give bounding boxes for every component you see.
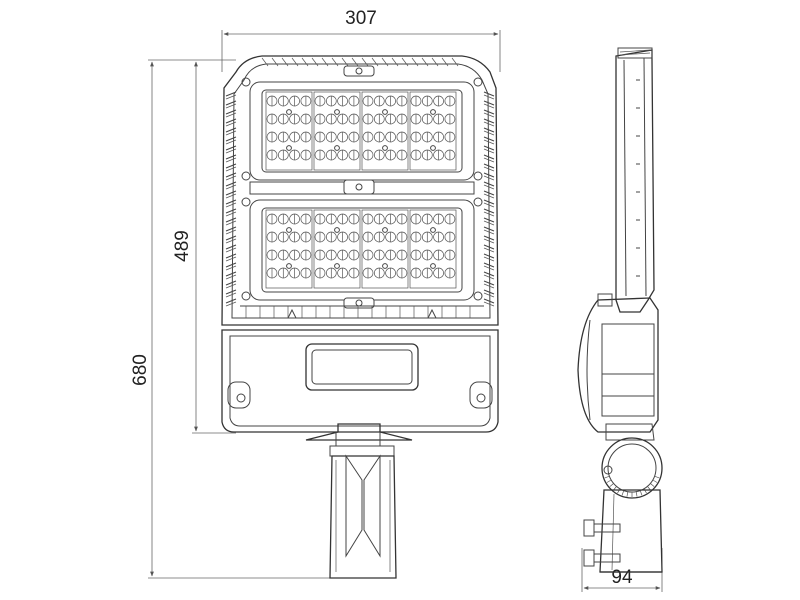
led-module-upper [241,77,483,181]
cooling-fins-right [483,91,495,307]
housing-outline [221,55,499,326]
width-label: 307 [345,8,377,29]
side-driver-body [577,297,659,433]
width-dimension: 307 [221,8,501,72]
side-joint [601,423,663,499]
pole-adapter [305,423,413,579]
driver-housing [221,329,499,433]
total-height-label: 680 [130,354,151,386]
led-module-lower [241,197,483,309]
module-clip-top [343,65,375,77]
cooling-fins-top [261,57,459,67]
mounting-ear-right [469,381,493,409]
module-clip-middle [249,179,475,195]
total-height-dimension: 680 [130,59,330,579]
cooling-fins-left [225,91,237,307]
fixture-height-dimension: 489 [172,59,236,434]
side-pole [583,489,663,573]
front-view [221,55,499,579]
side-view [577,47,663,573]
side-depth-label: 94 [611,567,633,588]
mounting-ear-left [227,381,251,409]
label-plate [305,343,419,391]
side-arm [615,49,655,313]
fixture-height-label: 489 [172,230,193,262]
bottom-grille [240,305,484,319]
